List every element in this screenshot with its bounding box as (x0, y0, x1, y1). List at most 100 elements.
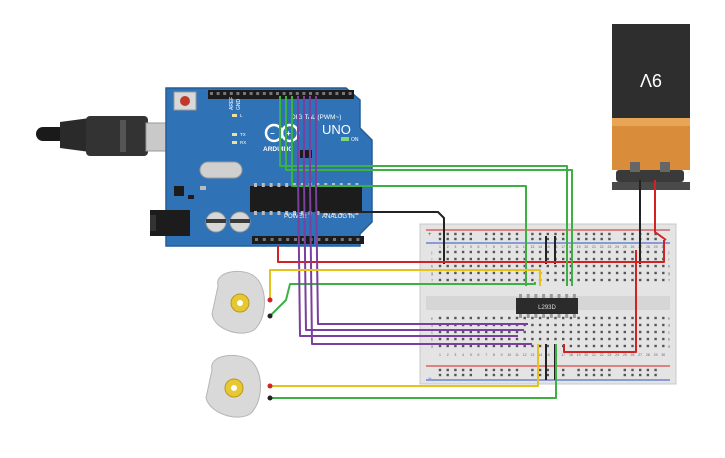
breadboard-hole[interactable] (538, 250, 542, 254)
breadboard-hole[interactable] (639, 323, 642, 327)
breadboard-hole[interactable] (654, 330, 657, 334)
rail-hole[interactable] (454, 368, 457, 372)
rail-hole[interactable] (585, 237, 588, 241)
breadboard-hole[interactable] (446, 257, 449, 261)
breadboard-hole[interactable] (508, 316, 511, 320)
breadboard-hole[interactable] (523, 271, 526, 275)
breadboard-hole[interactable] (477, 278, 480, 282)
rail-hole[interactable] (554, 232, 557, 236)
wire-purple-3[interactable] (309, 96, 532, 345)
breadboard-hole[interactable] (461, 264, 465, 268)
breadboard-hole[interactable] (469, 257, 472, 261)
rail-hole[interactable] (546, 368, 549, 372)
breadboard-hole[interactable] (508, 344, 511, 348)
breadboard-hole[interactable] (515, 337, 519, 341)
breadboard-hole[interactable] (569, 250, 573, 254)
breadboard-hole[interactable] (654, 264, 657, 268)
breadboard-hole[interactable] (454, 278, 457, 282)
breadboard-hole[interactable] (461, 257, 465, 261)
breadboard-hole[interactable] (554, 337, 557, 341)
breadboard-hole[interactable] (615, 257, 619, 261)
breadboard-hole[interactable] (546, 271, 549, 275)
breadboard-hole[interactable] (585, 323, 588, 327)
wire-green-motor-bottom[interactable] (270, 344, 557, 399)
breadboard-hole[interactable] (469, 316, 472, 320)
breadboard-hole[interactable] (469, 271, 472, 275)
breadboard-hole[interactable] (639, 330, 642, 334)
rail-hole[interactable] (469, 368, 472, 372)
breadboard-hole[interactable] (569, 271, 573, 275)
rail-hole[interactable] (538, 237, 542, 241)
breadboard-hole[interactable] (662, 337, 665, 341)
breadboard-hole[interactable] (662, 278, 665, 282)
breadboard-hole[interactable] (631, 330, 634, 334)
rail-hole[interactable] (538, 373, 542, 377)
breadboard-hole[interactable] (508, 337, 511, 341)
breadboard-hole[interactable] (546, 257, 549, 261)
breadboard-hole[interactable] (477, 344, 480, 348)
rail-hole[interactable] (500, 232, 503, 236)
breadboard-hole[interactable] (646, 264, 650, 268)
breadboard-hole[interactable] (477, 250, 480, 254)
breadboard-hole[interactable] (546, 250, 549, 254)
breadboard-hole[interactable] (592, 344, 596, 348)
breadboard-hole[interactable] (461, 250, 465, 254)
breadboard-hole[interactable] (608, 337, 611, 341)
breadboard-hole[interactable] (515, 316, 519, 320)
breadboard-hole[interactable] (492, 316, 496, 320)
breadboard-hole[interactable] (585, 330, 588, 334)
arduino-board[interactable]: AREF GND DIGITAL (PWM~) UNO − + ARDUINO … (150, 87, 373, 247)
rail-hole[interactable] (608, 237, 611, 241)
breadboard-hole[interactable] (623, 337, 626, 341)
breadboard-hole[interactable] (500, 316, 503, 320)
breadboard-hole[interactable] (654, 344, 657, 348)
breadboard-hole[interactable] (523, 264, 526, 268)
motor-top-terminal-neg[interactable] (267, 313, 273, 319)
breadboard-hole[interactable] (608, 316, 611, 320)
breadboard-hole[interactable] (454, 344, 457, 348)
rail-hole[interactable] (461, 373, 465, 377)
breadboard-hole[interactable] (438, 271, 442, 275)
rail-hole[interactable] (654, 237, 657, 241)
breadboard-hole[interactable] (477, 316, 480, 320)
breadboard-hole[interactable] (631, 264, 634, 268)
breadboard-hole[interactable] (546, 330, 549, 334)
breadboard-hole[interactable] (615, 316, 619, 320)
rail-hole[interactable] (515, 373, 519, 377)
breadboard-hole[interactable] (500, 278, 503, 282)
rail-hole[interactable] (492, 237, 496, 241)
wire-green-pin10[interactable] (285, 96, 573, 286)
breadboard-hole[interactable] (569, 264, 573, 268)
breadboard-hole[interactable] (554, 330, 557, 334)
breadboard-hole[interactable] (577, 323, 580, 327)
rail-hole[interactable] (592, 232, 596, 236)
rail-hole[interactable] (631, 368, 634, 372)
breadboard-hole[interactable] (585, 250, 588, 254)
breadboard-hole[interactable] (531, 278, 534, 282)
breadboard-hole[interactable] (585, 337, 588, 341)
breadboard-hole[interactable] (600, 337, 603, 341)
breadboard-hole[interactable] (654, 257, 657, 261)
breadboard-hole[interactable] (438, 250, 442, 254)
breadboard-hole[interactable] (646, 316, 650, 320)
rail-hole[interactable] (446, 232, 449, 236)
breadboard-hole[interactable] (569, 316, 573, 320)
breadboard-hole[interactable] (577, 257, 580, 261)
breadboard-hole[interactable] (608, 271, 611, 275)
rail-hole[interactable] (508, 373, 511, 377)
rail-hole[interactable] (577, 373, 580, 377)
breadboard-hole[interactable] (461, 344, 465, 348)
breadboard-hole[interactable] (577, 330, 580, 334)
breadboard-hole[interactable] (446, 271, 449, 275)
breadboard-hole[interactable] (485, 337, 488, 341)
breadboard-hole[interactable] (461, 278, 465, 282)
breadboard-hole[interactable] (454, 271, 457, 275)
breadboard-hole[interactable] (569, 344, 573, 348)
breadboard-hole[interactable] (492, 271, 496, 275)
breadboard-hole[interactable] (523, 278, 526, 282)
breadboard-hole[interactable] (600, 278, 603, 282)
rail-hole[interactable] (600, 237, 603, 241)
breadboard-hole[interactable] (446, 316, 449, 320)
breadboard-hole[interactable] (508, 264, 511, 268)
wire-green-pin9[interactable] (291, 96, 527, 286)
